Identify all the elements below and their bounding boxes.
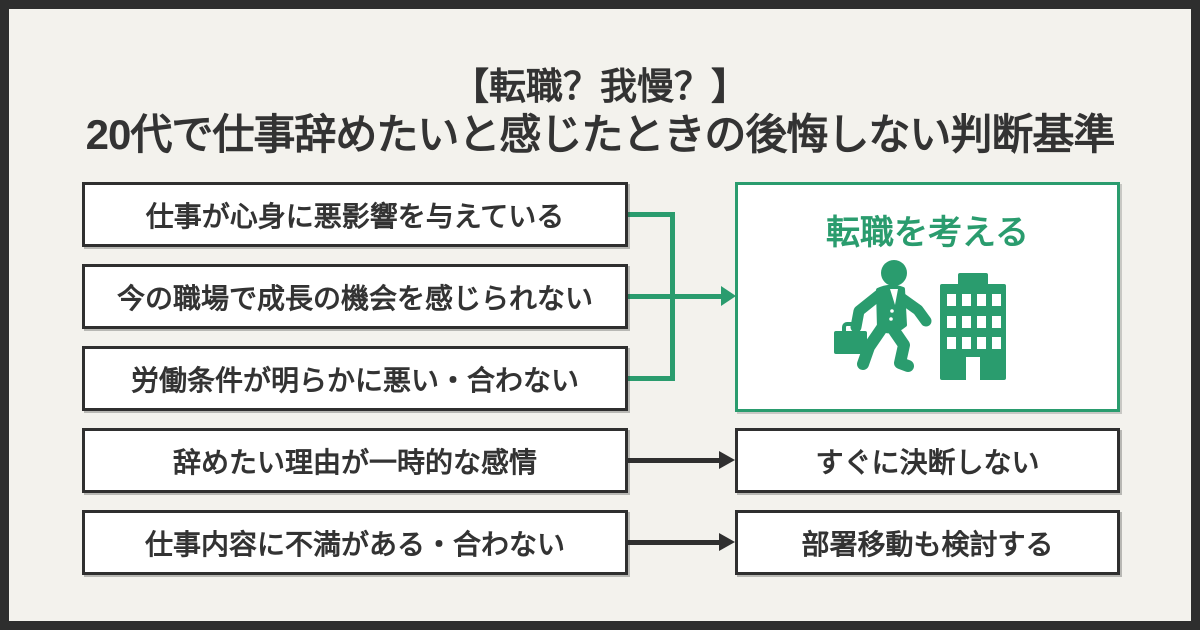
black-arrow-shaft-2 bbox=[628, 540, 720, 545]
reason-box-1-label: 仕事が心身に悪影響を与えている bbox=[145, 200, 565, 232]
reason-box-3: 労働条件が明らかに悪い・合わない bbox=[82, 346, 628, 411]
condition-box-1-label: 辞めたい理由が一時的な感情 bbox=[172, 446, 537, 478]
outcome-label: 転職を考える bbox=[826, 214, 1029, 252]
black-arrowhead-icon-2 bbox=[719, 533, 735, 551]
advice-box-2: 部署移動も検討する bbox=[735, 510, 1120, 575]
black-arrow-shaft-1 bbox=[628, 458, 720, 463]
condition-box-2-label: 仕事内容に不満がある・合わない bbox=[144, 528, 565, 560]
green-connector-top bbox=[628, 212, 675, 217]
outcome-box: 転職を考える bbox=[735, 182, 1120, 412]
advice-box-1-label: すぐに決断しない bbox=[815, 446, 1040, 478]
green-arrowhead-icon bbox=[721, 286, 736, 306]
condition-box-1: 辞めたい理由が一時的な感情 bbox=[82, 428, 628, 493]
advice-box-1: すぐに決断しない bbox=[735, 428, 1120, 493]
green-connector-bottom bbox=[628, 376, 675, 381]
reason-box-2-label: 今の職場で成長の機会を感じられない bbox=[116, 282, 593, 314]
condition-box-2: 仕事内容に不満がある・合わない bbox=[82, 510, 628, 575]
businessman-walking-icon bbox=[834, 260, 932, 372]
title-line2: 20代で仕事辞めたいと感じたときの後悔しない判断基準 bbox=[85, 111, 1116, 158]
reason-box-3-label: 労働条件が明らかに悪い・合わない bbox=[130, 364, 579, 396]
advice-box-2-label: 部署移動も検討する bbox=[801, 528, 1054, 560]
title-line1: 【転職？我慢？】 bbox=[452, 66, 748, 107]
reason-box-1: 仕事が心身に悪影響を与えている bbox=[82, 182, 628, 247]
reason-box-2: 今の職場で成長の機会を感じられない bbox=[82, 264, 628, 329]
green-arrow-shaft bbox=[628, 294, 722, 299]
black-arrowhead-icon-1 bbox=[719, 451, 735, 469]
office-building-icon bbox=[940, 273, 1006, 380]
